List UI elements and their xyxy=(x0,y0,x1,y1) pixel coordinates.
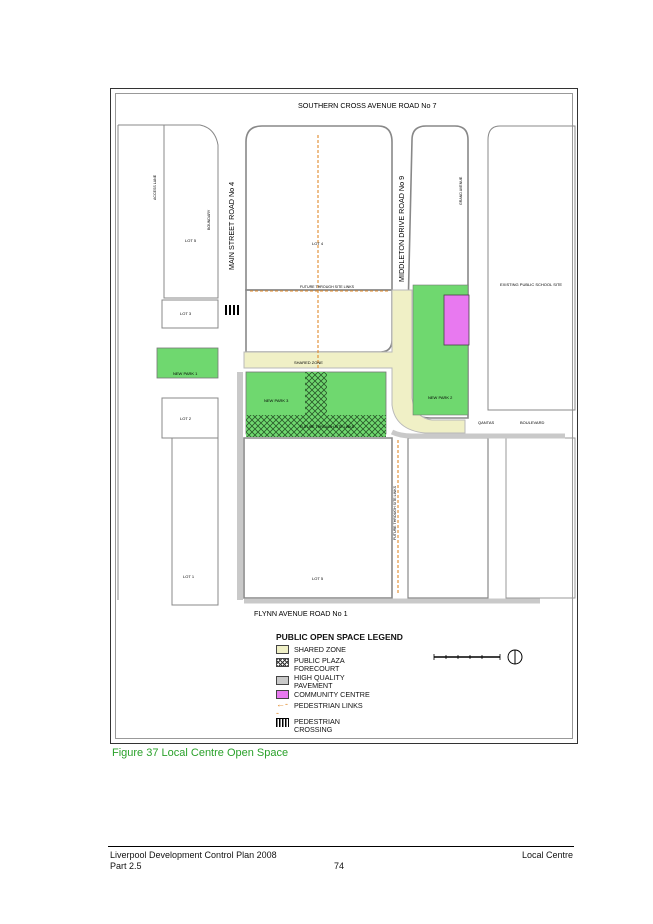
lot-4-label: LOT 4 xyxy=(312,241,324,246)
legend-swatch-pavement xyxy=(276,676,289,685)
pavement-qantas xyxy=(390,429,565,439)
lot-4-block xyxy=(245,125,393,291)
shared-zone-label: SHARED ZONE xyxy=(294,360,323,365)
through-site-links-label-3: FUTURE THROUGH SITE LINKS xyxy=(393,485,397,540)
legend-label-links: PEDESTRIAN LINKS xyxy=(294,701,363,710)
boundary-label: BOUNDARY xyxy=(207,209,211,230)
road-label-main-street: MAIN STREET ROAD No 4 xyxy=(227,182,236,270)
legend-label-pavement: HIGH QUALITY PAVEMENT xyxy=(294,673,345,690)
legend-swatch-shared-zone xyxy=(276,645,289,654)
shared-zone xyxy=(243,289,466,434)
legend-label-community: COMMUNITY CENTRE xyxy=(294,690,370,699)
through-site-links-label-1: FUTURE THROUGH SITE LINKS xyxy=(300,285,355,289)
grand-avenue-label: GRAND AVENUE xyxy=(459,176,463,205)
legend-arrow-icon: ←- - xyxy=(276,699,288,718)
road-label-flynn: FLYNN AVENUE ROAD No 1 xyxy=(254,609,348,618)
legend-swatch-plaza xyxy=(276,658,289,667)
footer-doc-title: Liverpool Development Control Plan 2008 xyxy=(110,850,277,860)
legend-label-crossing: PEDESTRIAN CROSSING xyxy=(294,717,340,734)
figure-caption: Figure 37 Local Centre Open Space xyxy=(112,747,289,759)
new-park-1 xyxy=(156,347,219,379)
legend-swatch-community xyxy=(276,690,289,699)
school-site-label: EXISTING PUBLIC SCHOOL SITE xyxy=(500,282,562,287)
road-label-middleton: MIDDLETON DRIVE ROAD No 9 xyxy=(397,176,406,282)
plaza-forecourt-horizontal xyxy=(246,415,386,437)
new-park-3-label: NEW PARK 3 xyxy=(264,398,289,403)
far-right-block xyxy=(505,437,576,599)
legend-label-shared-zone: SHARED ZONE xyxy=(294,645,346,654)
road-label-southern-cross: SOUTHERN CROSS AVENUE ROAD No 7 xyxy=(298,101,436,110)
north-arrow-icon xyxy=(507,649,523,665)
left-lots xyxy=(117,124,219,606)
access-lane-label: ACCESS LANE xyxy=(153,174,157,200)
lot-5-upper-label: LOT 5 xyxy=(185,238,197,243)
footer-part: Part 2.5 xyxy=(110,861,142,871)
lot-3-label: LOT 3 xyxy=(180,311,192,316)
pedestrian-crossing xyxy=(225,305,239,315)
lot-5-block xyxy=(243,437,393,599)
scale-bar xyxy=(433,654,501,660)
footer-rule xyxy=(108,846,574,847)
lower-right-block xyxy=(407,437,489,599)
lot-5-label: LOT 5 xyxy=(312,576,324,581)
new-park-1-label: NEW PARK 1 xyxy=(173,371,198,376)
legend-title: PUBLIC OPEN SPACE LEGEND xyxy=(276,632,403,642)
qantas-label: QANTAS xyxy=(478,420,494,425)
pedestrian-links xyxy=(250,135,399,595)
legend-label-plaza: PUBLIC PLAZA FORECOURT xyxy=(294,656,345,673)
boulevard-label: BOULEVARD xyxy=(520,420,544,425)
new-park-2-label: NEW PARK 2 xyxy=(428,395,453,400)
school-site-block xyxy=(487,125,576,411)
footer-section: Local Centre xyxy=(522,850,574,860)
lot-2-label: LOT 2 xyxy=(180,416,192,421)
figure-inner-border xyxy=(115,93,573,739)
legend-crossing-icon xyxy=(276,718,289,727)
lot-4-lower xyxy=(245,289,393,353)
community-centre xyxy=(443,294,470,346)
through-site-links-label-2: FUTURE THROUGH SITE LINKS xyxy=(300,425,355,429)
lot-1-label: LOT 1 xyxy=(183,574,195,579)
footer-page-number: 74 xyxy=(334,861,345,871)
